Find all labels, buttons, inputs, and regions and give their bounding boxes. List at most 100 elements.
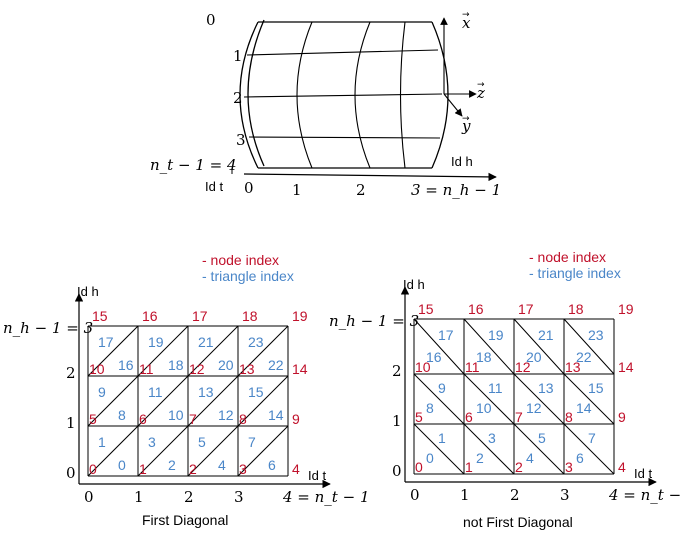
cyl-ring-label-0: 0 — [206, 11, 216, 29]
node-index: 10 — [89, 361, 105, 377]
node-index: 15 — [92, 308, 108, 324]
triangle-index: 6 — [268, 457, 276, 473]
node-index: 15 — [418, 301, 434, 317]
triangle-index: 12 — [526, 400, 542, 416]
grid-diagonal — [187, 375, 239, 427]
grid-diagonal — [413, 373, 465, 425]
grid-y-top-label: n_h − 1 = 3 — [3, 319, 93, 337]
grid-caption: not First Diagonal — [463, 514, 573, 530]
legend-node-index: - node index — [202, 252, 279, 268]
node-index: 1 — [465, 459, 473, 475]
grid-y-tick: 0 — [66, 464, 76, 482]
grid-idh-label: Id h — [403, 277, 425, 292]
cyl-x-label: x — [462, 14, 471, 32]
cylinder-line-2 — [243, 93, 443, 98]
triangle-index: 17 — [438, 327, 454, 343]
grid-diagonal — [413, 423, 465, 475]
cylinder-line-3 — [248, 136, 441, 139]
cylinder-front-rim-outer — [239, 21, 259, 169]
triangle-index: 13 — [198, 384, 214, 400]
triangle-index: 3 — [148, 434, 156, 450]
node-index: 9 — [292, 411, 300, 427]
grid-idt-label: Id t — [308, 468, 326, 483]
triangle-index: 14 — [576, 400, 592, 416]
node-index: 5 — [89, 411, 97, 427]
triangle-index: 0 — [118, 457, 126, 473]
triangle-index: 23 — [588, 327, 604, 343]
triangle-index: 4 — [218, 457, 226, 473]
triangle-index: 5 — [538, 430, 546, 446]
grid-diagonal — [237, 425, 289, 477]
cyl-y-label: y — [461, 117, 471, 135]
node-index: 3 — [565, 459, 573, 475]
triangle-index: 20 — [218, 357, 234, 373]
cyl-h-axis-arrow — [243, 172, 497, 182]
grid-idh-label: Id h — [77, 284, 99, 299]
triangle-index: 1 — [438, 430, 446, 446]
grid-diagonal — [513, 423, 565, 475]
legend-right: - node index - triangle index — [529, 249, 621, 281]
grid-diagonal — [87, 375, 139, 427]
grid-diagonal — [513, 318, 565, 375]
node-index: 12 — [515, 359, 531, 375]
triangle-index: 10 — [476, 400, 492, 416]
triangle-index: 23 — [248, 334, 264, 350]
grid-diagonal — [563, 423, 615, 475]
cylinder-line-1 — [246, 49, 439, 56]
triangle-index: 7 — [588, 430, 596, 446]
legend-node-index-2: - node index — [529, 249, 606, 265]
node-index: 14 — [292, 361, 308, 377]
cyl-h-label-0: 0 — [244, 179, 254, 197]
grid-y-tick: 2 — [392, 362, 402, 380]
triangle-index: 22 — [268, 357, 284, 373]
cyl-h-label-1: 1 — [292, 181, 302, 199]
cyl-ring-label-3: 3 — [236, 131, 246, 149]
grid-diagonal — [137, 375, 189, 427]
grid-y-top-label: n_h − 1 = 3 — [329, 312, 419, 330]
legend-left: - node index - triangle index — [202, 252, 294, 284]
grid-x-tick: 2 — [510, 486, 520, 504]
triangle-index: 16 — [118, 357, 134, 373]
grid-diagonal — [513, 373, 565, 425]
grid-diagonal — [413, 318, 465, 375]
node-index: 19 — [618, 301, 634, 317]
triangle-index: 18 — [476, 349, 492, 365]
node-index: 7 — [189, 411, 197, 427]
grid-diagonal — [87, 425, 139, 477]
triangle-index: 11 — [488, 380, 503, 396]
triangle-index: 15 — [248, 384, 264, 400]
grid-diagonal — [463, 423, 515, 475]
node-index: 2 — [515, 459, 523, 475]
grid-caption: First Diagonal — [142, 512, 228, 528]
node-index: 13 — [565, 359, 581, 375]
grid-diagonal — [237, 325, 289, 377]
triangle-index: 21 — [198, 334, 214, 350]
grid-y-tick: 0 — [392, 462, 402, 480]
node-index: 3 — [239, 461, 247, 477]
cyl-z-label: z — [476, 84, 485, 102]
grid-diagonal — [137, 325, 189, 377]
triangle-index: 21 — [538, 327, 554, 343]
triangle-index: 10 — [168, 407, 184, 423]
grid-diagonal — [463, 318, 515, 375]
grid-idt-label: Id t — [634, 466, 652, 481]
node-index: 8 — [239, 411, 247, 427]
cyl-y-axis — [443, 93, 463, 117]
node-index: 1 — [139, 461, 147, 477]
triangle-index: 5 — [198, 434, 206, 450]
node-index: 16 — [468, 301, 484, 317]
legend-triangle-index: - triangle index — [202, 268, 294, 284]
triangle-index: 20 — [526, 349, 542, 365]
node-index: 6 — [139, 411, 147, 427]
triangle-index: 9 — [438, 380, 446, 396]
svg-text:→: → — [477, 80, 485, 90]
grid-y-tick: 1 — [392, 412, 402, 430]
triangle-index: 4 — [526, 450, 534, 466]
legend-triangle-index-2: - triangle index — [529, 265, 621, 281]
triangle-index: 3 — [488, 430, 496, 446]
triangle-index: 14 — [268, 407, 284, 423]
cyl-idt-label: Id t — [205, 179, 223, 194]
triangle-index: 22 — [576, 349, 592, 365]
triangle-index: 12 — [218, 407, 234, 423]
